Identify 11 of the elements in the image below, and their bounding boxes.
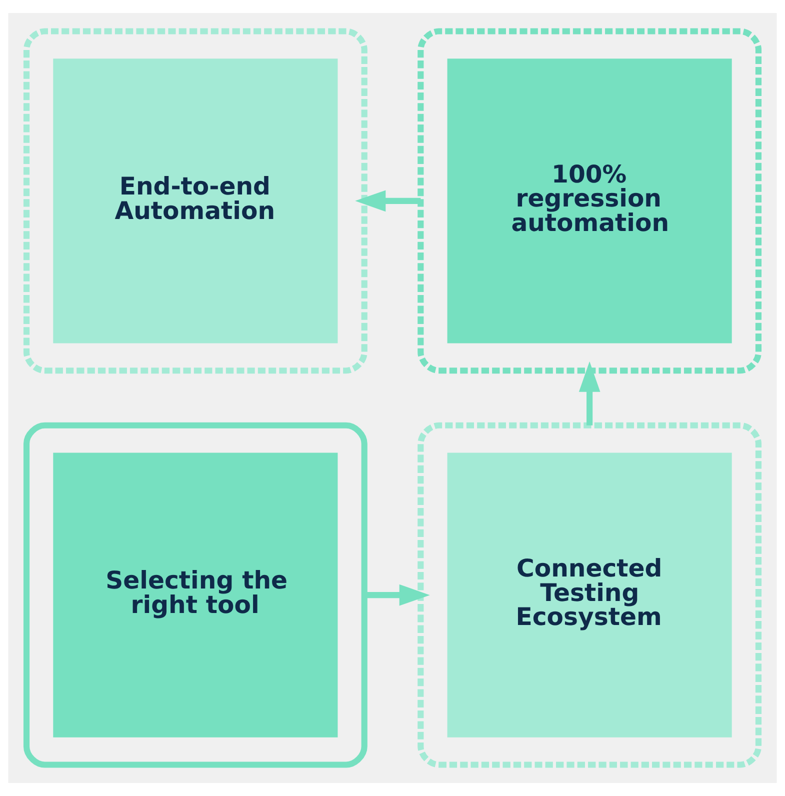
node-box: 100% regression automation [447, 58, 732, 344]
arrow [364, 584, 430, 606]
node-box: Connected Testing Ecosystem [447, 452, 732, 738]
cluster [23, 422, 368, 768]
node-box: Selecting the right tool [53, 452, 338, 738]
arrow [578, 361, 600, 426]
cluster [23, 28, 368, 374]
cluster [418, 28, 762, 374]
node-box: End-to-end Automation [53, 58, 338, 344]
cluster [418, 422, 762, 768]
arrow [355, 190, 421, 212]
